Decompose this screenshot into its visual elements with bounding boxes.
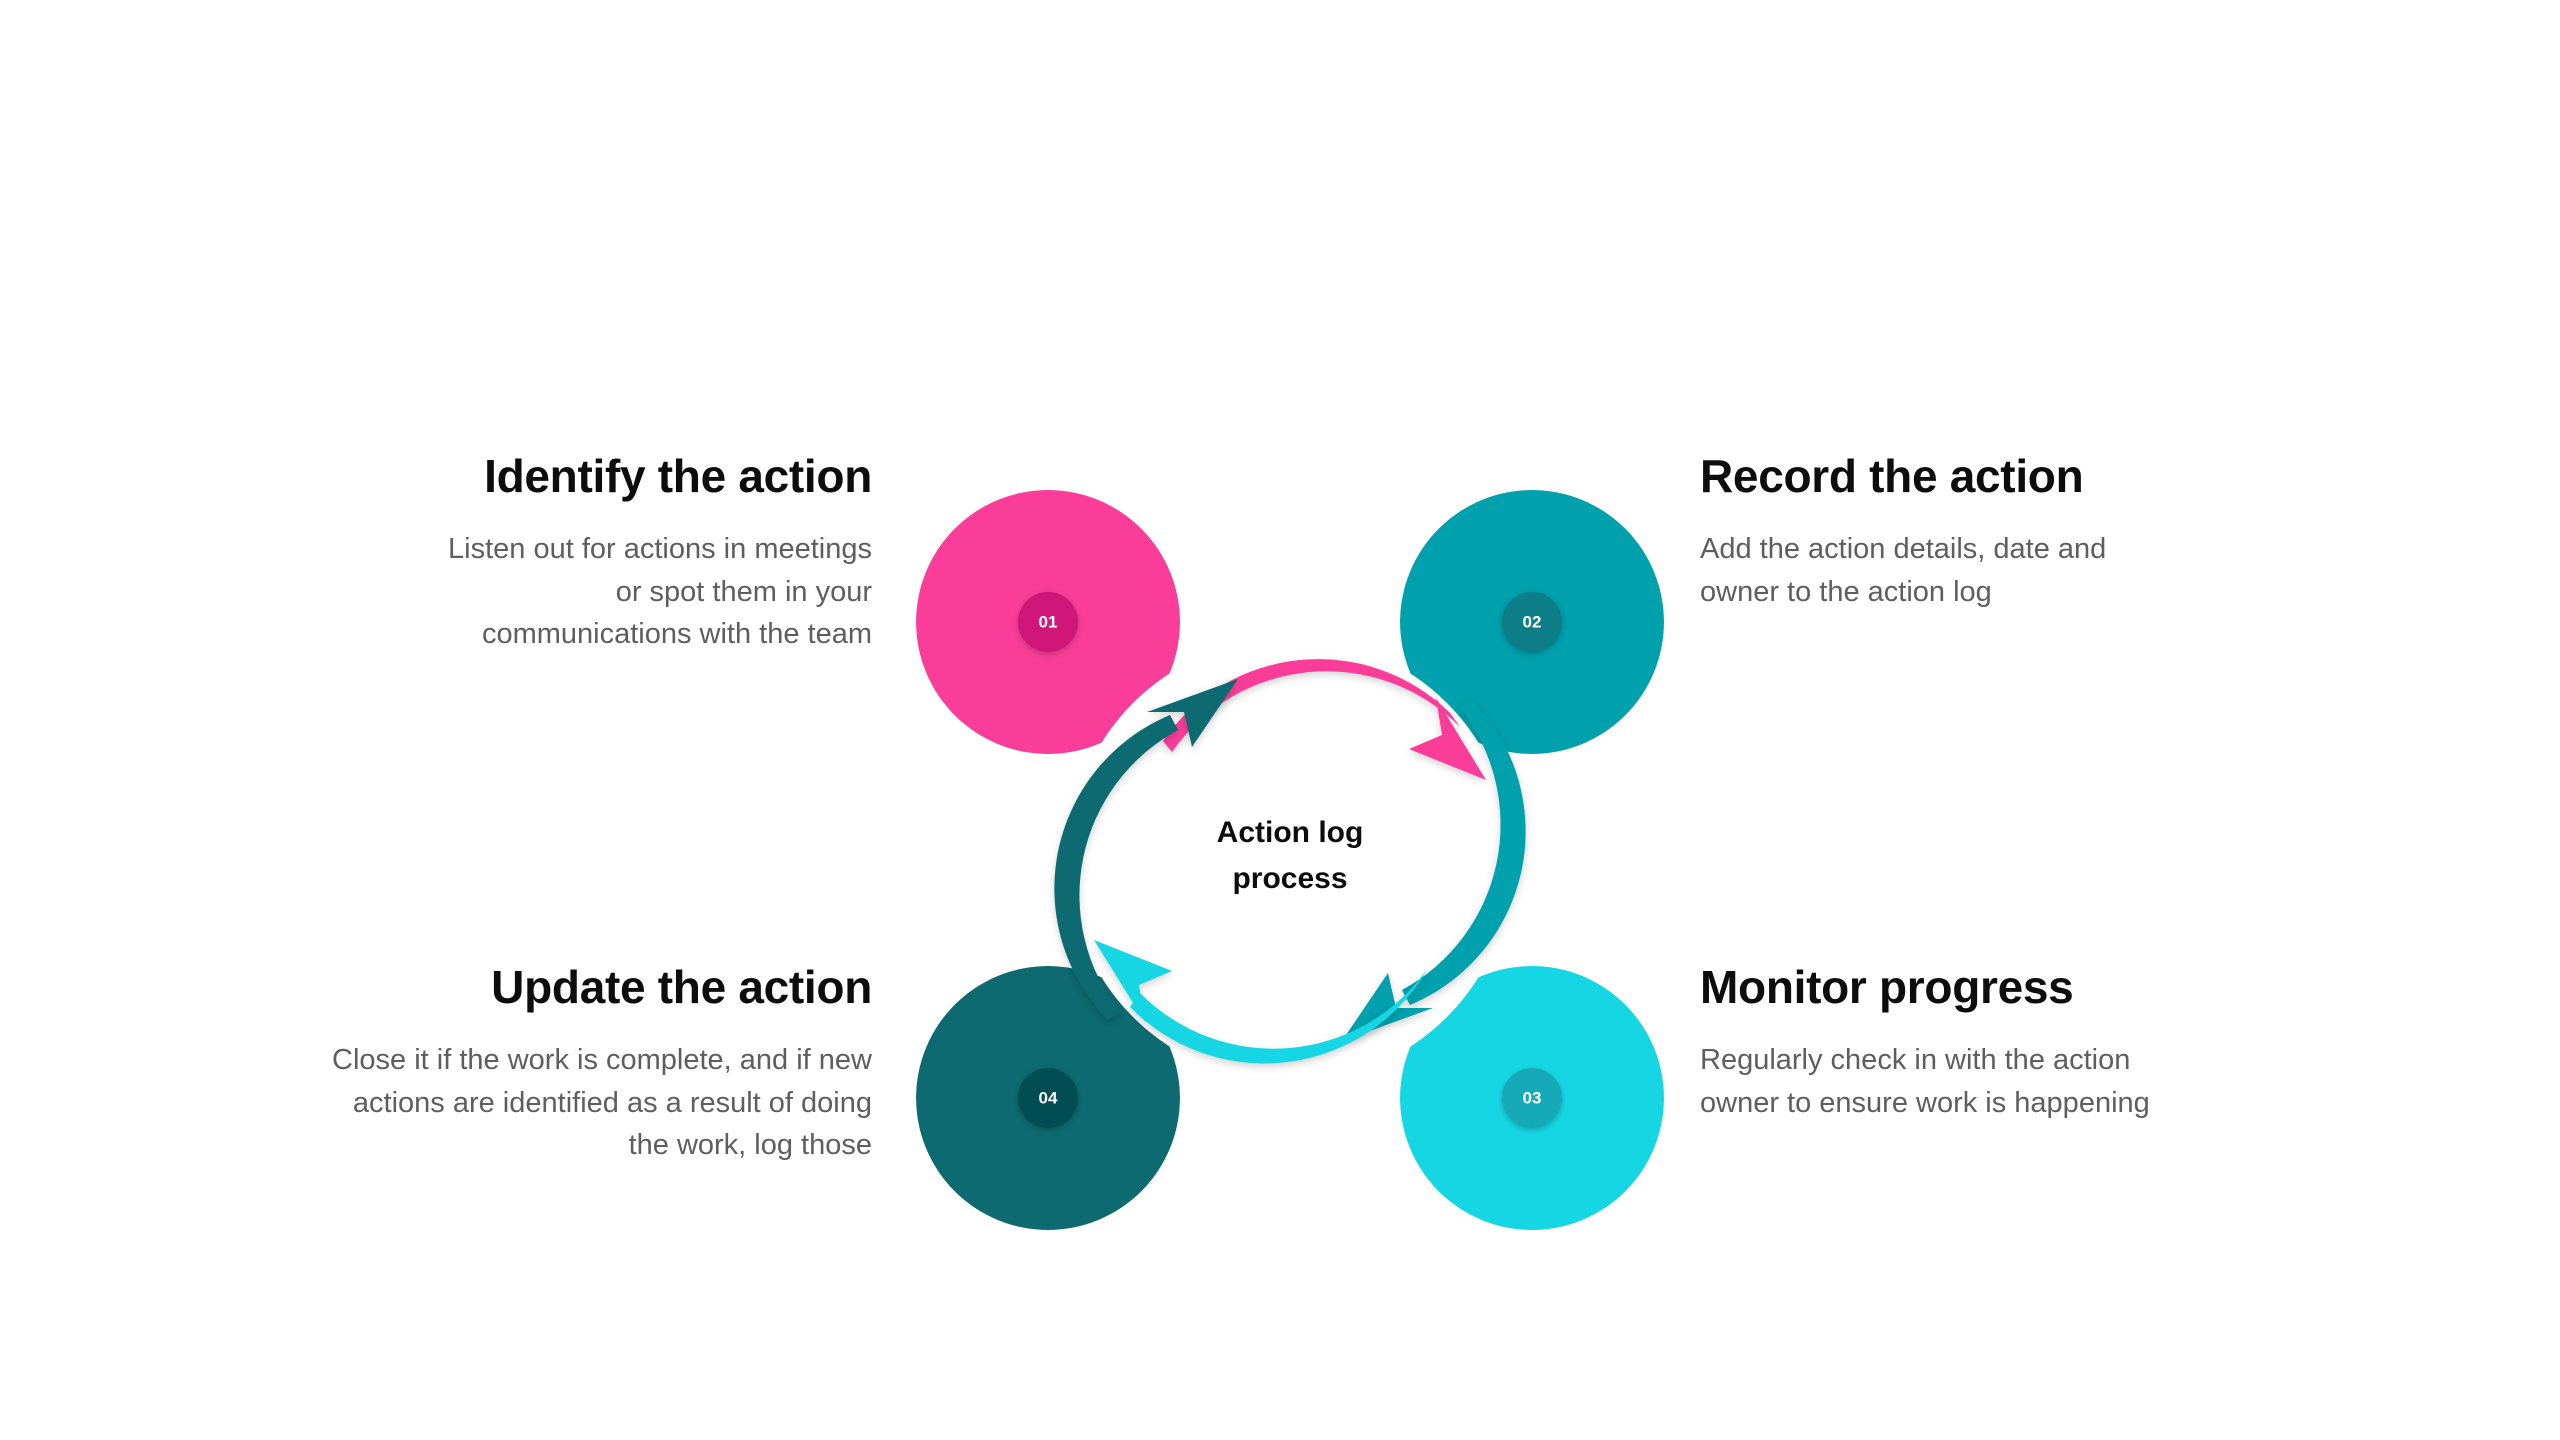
step-title-04: Update the action (491, 961, 872, 1013)
badge-label-01: 01 (1039, 613, 1058, 632)
badge-circle-04 (1018, 1068, 1078, 1128)
center-label-line2: process (1232, 862, 1347, 895)
badge-label-04: 04 (1039, 1089, 1058, 1108)
step-block-01: Identify the action Listen out for actio… (312, 450, 872, 656)
center-label: Action log process (1217, 816, 1364, 895)
arrow-tail-04-to-01 (1054, 715, 1178, 1020)
step-block-04: Update the action Close it if the work i… (312, 961, 872, 1167)
badge-circle-03 (1502, 1068, 1562, 1128)
arrow-04-to-01 (1054, 679, 1238, 1020)
badge-label-03: 03 (1523, 1089, 1542, 1108)
arrow-tail-02-to-03 (1402, 700, 1526, 1005)
step-description-03: Regularly check in with the action owner… (1700, 1043, 2150, 1119)
badge-03[interactable]: 03 (1502, 1068, 1562, 1128)
step-block-02: Record the action Add the action details… (1700, 450, 2260, 613)
arrow-tail-01-to-02 (1163, 659, 1460, 752)
badge-01[interactable]: 01 (1018, 592, 1078, 652)
badge-02[interactable]: 02 (1502, 592, 1562, 652)
arrow-head-03-to-04 (1094, 940, 1172, 1022)
arrow-tail-03-to-04 (1130, 968, 1428, 1064)
arrow-02-to-03 (1342, 700, 1526, 1041)
badge-04[interactable]: 04 (1018, 1068, 1078, 1128)
badge-circle-02 (1502, 592, 1562, 652)
badge-label-02: 02 (1523, 613, 1542, 632)
action-log-cycle-diagram: 01 02 03 04 (890, 450, 1690, 1270)
arrow-head-04-to-01 (1147, 679, 1238, 747)
step-description-04: Close it if the work is complete, and if… (332, 1043, 872, 1162)
arrow-head-02-to-03 (1342, 973, 1433, 1041)
step-title-03: Monitor progress (1700, 961, 2074, 1013)
badge-circle-01 (1018, 592, 1078, 652)
step-title-02: Record the action (1700, 450, 2084, 502)
center-label-line1: Action log (1217, 816, 1364, 849)
step-description-01: Listen out for actions in meetings or sp… (448, 532, 872, 651)
step-title-01: Identify the action (484, 450, 872, 502)
arrow-head-01-to-02 (1409, 698, 1486, 780)
arrow-03-to-04 (1094, 940, 1428, 1064)
step-description-02: Add the action details, date and owner t… (1700, 532, 2107, 608)
arrow-01-to-02 (1163, 659, 1486, 780)
step-block-03: Monitor progress Regularly check in with… (1700, 961, 2260, 1124)
